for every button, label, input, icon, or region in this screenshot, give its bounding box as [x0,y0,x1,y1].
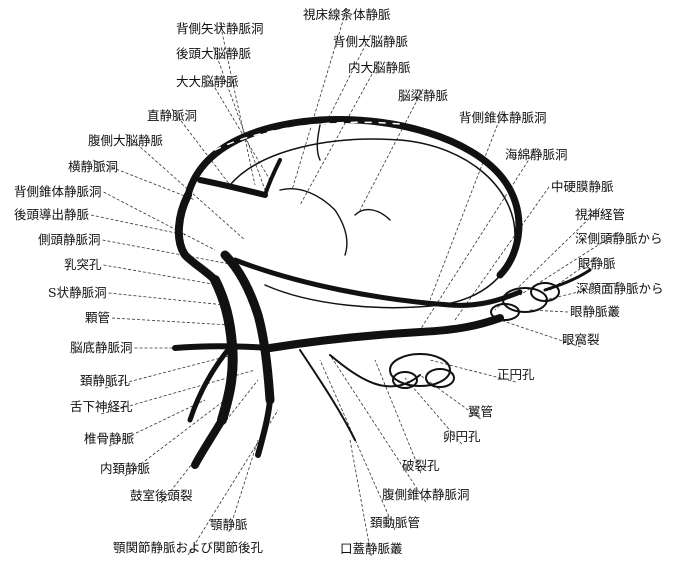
great-cerebral-vein-shape [265,160,280,195]
internal-jugular-shape [195,420,222,465]
label-transverse-sinus: 横静脈洞 [68,160,118,174]
leader-callosal-vein [360,89,423,210]
leader-ventral-petrosal-sinus [330,355,426,502]
venous-anatomy-drawing [175,120,590,465]
label-hypoglossal-canal: 舌下神経孔 [70,400,133,414]
label-tympano-occipital-fissure: 鼓室後頭裂 [130,489,193,503]
leader-condylar-canal [112,318,230,325]
transverse-sinus-shape [179,195,215,280]
label-optic-canal: 視神経管 [575,208,625,222]
maxillary-vein-shape [258,400,270,455]
leader-sigmoid-sinus [109,293,225,305]
label-mastoid-foramen: 乳突孔 [64,258,102,272]
cerebral-tributaries-shape [280,125,390,255]
label-dorsal-cerebral-vein: 背側大脳静脈 [333,35,408,49]
label-occipital-emissary-vein: 後頭導出静脈 [14,208,89,222]
dorsal-petrosal-sinus-shape [235,260,520,305]
label-ophthalmic-plexus: 眼静脈叢 [570,305,620,319]
label-pterygoid-canal: 翼管 [468,405,493,419]
label-jugular-foramen: 頚静脈孔 [80,374,130,388]
label-great-cerebral-vein: 大大脳静脈 [176,75,239,89]
label-orbital-fissure: 眼窩裂 [562,333,600,347]
leader-lines [91,8,620,556]
label-cavernous-sinus: 海綿静脈洞 [505,148,568,162]
label-from-deep-temporal-vein: 深側頭静脈から [575,232,663,246]
leader-internal-cerebral-vein [300,61,379,205]
label-middle-meningeal-vein: 中硬膜静脈 [551,180,614,194]
basilar-sinus-shape [175,346,270,348]
label-temporal-sinus: 側頭静脈洞 [38,233,101,247]
leader-foramen-lacerum [375,360,421,473]
label-dorsal-petrosal-sinus-left: 背側錐体静脈洞 [14,185,102,199]
label-ventral-cerebral-vein: 腹側大脳静脈 [88,134,163,148]
ventral-petrosal-sinus-shape [270,318,500,348]
leader-occipital-cerebral-vein [214,47,265,190]
label-carotid-canal: 頚動脈管 [370,516,420,530]
label-tmj-vein-retroarticular-foramen: 顎関節静脈および関節後孔 [113,541,263,555]
leader-temporal-sinus [103,240,235,265]
cerebral-outline [230,139,515,308]
label-straight-sinus: 直静脈洞 [147,109,197,123]
label-internal-jugular-vein: 内頚静脈 [100,462,150,476]
leader-occipital-emissary-vein [91,215,185,235]
label-dorsal-sagittal-sinus: 背側矢状静脈洞 [176,22,264,36]
label-internal-cerebral-vein: 内大脳静脈 [348,61,411,75]
label-condylar-canal: 顆管 [85,311,110,325]
label-sigmoid-sinus: S状静脈洞 [48,286,107,300]
label-ventral-petrosal-sinus: 腹側錐体静脈洞 [382,488,470,502]
leader-palatine-plexus [350,440,371,556]
label-maxillary-vein: 顎静脈 [210,518,248,532]
label-occipital-cerebral-vein: 後頭大脳静脈 [176,47,251,61]
leader-dorsal-petrosal-sinus-left [104,192,215,250]
label-callosal-vein: 脳梁静脈 [398,89,448,103]
label-foramen-lacerum: 破裂孔 [402,459,440,473]
label-basilar-sinus: 脳底静脈洞 [70,341,133,355]
label-vertebral-vein: 椎骨静脈 [84,432,134,446]
label-foramen-ovale: 卵円孔 [443,430,481,444]
label-from-deep-facial-vein: 深顔面静脈から [576,282,664,296]
label-dorsal-petrosal-sinus-right: 背側錐体静脈洞 [459,111,547,125]
label-thalamostriate-vein: 視床線条体静脈 [303,8,391,22]
label-palatine-plexus: 口蓋静脈叢 [340,542,403,556]
label-foramen-rotundum: 正円孔 [497,368,535,382]
label-ophthalmic-vein: 眼静脈 [578,257,616,271]
